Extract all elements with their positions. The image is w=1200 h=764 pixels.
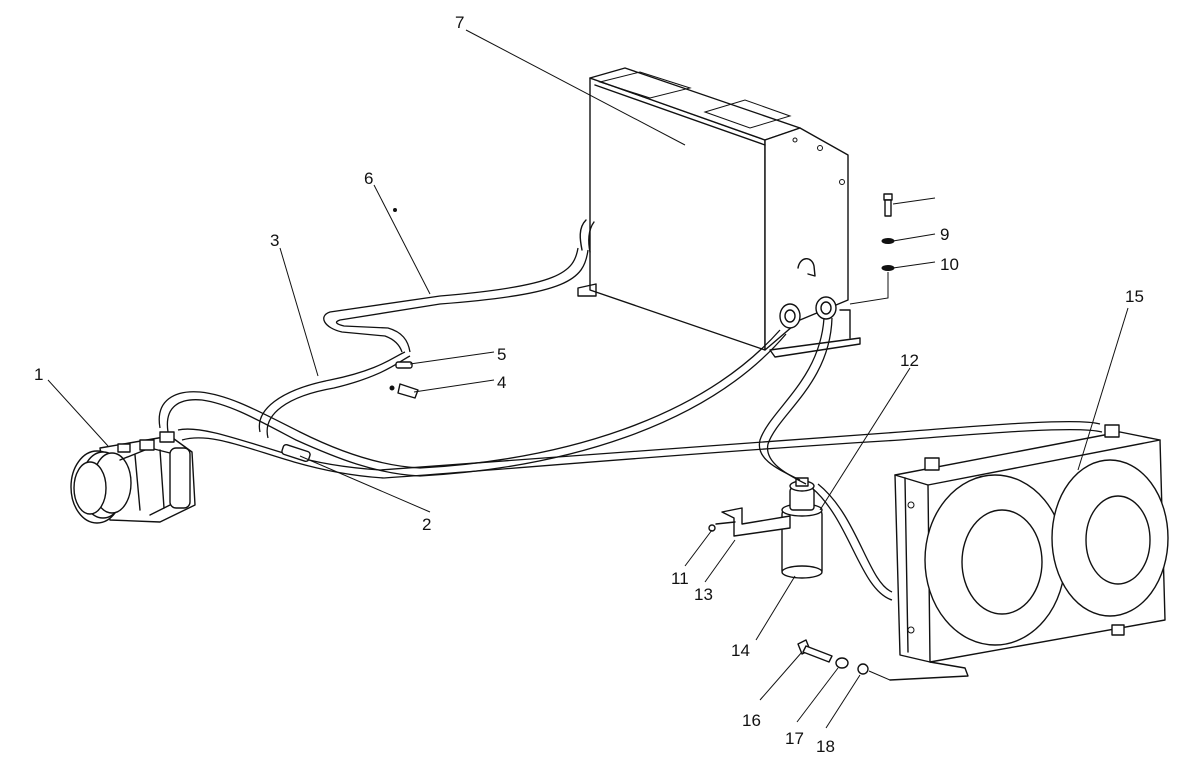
callout-labels: 1 2 3 4 5 6 7 9 10 11 13 12 14 15 16 17 … (34, 13, 1144, 756)
hoses (158, 247, 1103, 601)
callout-12: 12 (900, 351, 919, 370)
evaporator-unit (577, 67, 861, 358)
receiver-drier (708, 477, 823, 579)
callout-2: 2 (422, 515, 431, 534)
callout-7: 7 (455, 13, 464, 32)
callout-13: 13 (694, 585, 713, 604)
callout-3: 3 (270, 231, 279, 250)
fasteners-lower (797, 639, 891, 681)
callout-6: 6 (364, 169, 373, 188)
callout-9: 9 (940, 225, 949, 244)
callout-18: 18 (816, 737, 835, 756)
callout-4: 4 (497, 373, 506, 392)
callout-16: 16 (742, 711, 761, 730)
callout-1: 1 (34, 365, 43, 384)
callout-17: 17 (785, 729, 804, 748)
compressor (70, 431, 196, 524)
callout-15: 15 (1125, 287, 1144, 306)
callout-10: 10 (940, 255, 959, 274)
callout-5: 5 (497, 345, 506, 364)
leader-lines (47, 29, 1129, 729)
condenser (889, 424, 1169, 681)
callout-11: 11 (671, 569, 689, 588)
fasteners-upper (849, 193, 895, 305)
callout-14: 14 (731, 641, 750, 660)
